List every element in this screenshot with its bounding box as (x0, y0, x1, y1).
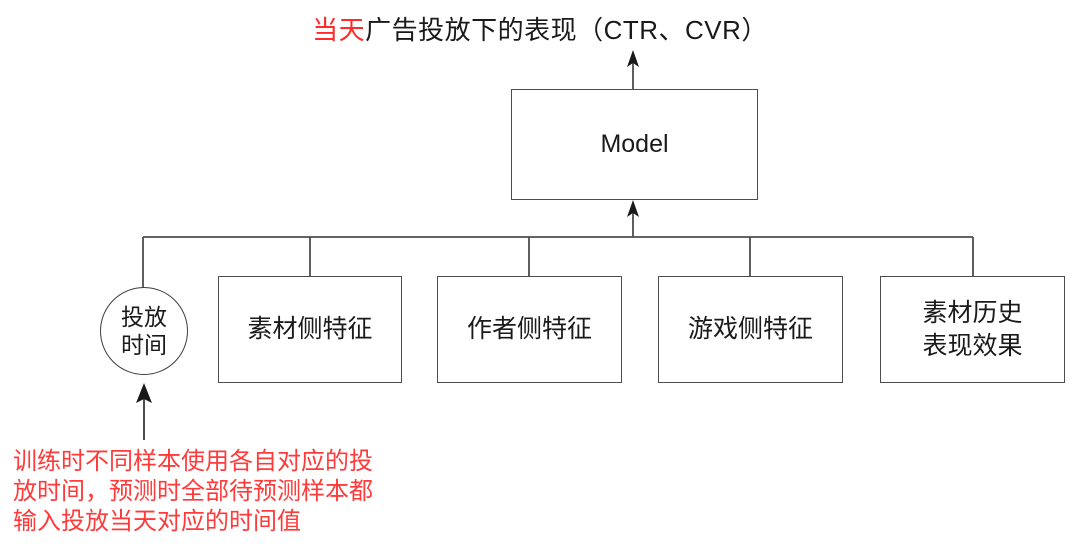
node-feature-2-line1: 作者侧特征 (466, 315, 592, 343)
annotation-text: 训练时不同样本使用各自对应的投 放时间，预测时全部待预测样本都 输入投放当天对应… (13, 447, 373, 537)
node-model-label: Model (600, 130, 669, 158)
node-feature-4-line1: 素材历史 (922, 298, 1023, 327)
node-feature-4[interactable]: 素材历史 表现效果 (880, 276, 1065, 383)
annotation-line-1: 训练时不同样本使用各自对应的投 (13, 448, 373, 475)
node-feature-4-label: 素材历史 表现效果 (922, 297, 1022, 363)
node-feature-1-label: 素材侧特征 (247, 313, 372, 346)
node-feature-2[interactable]: 作者侧特征 (437, 276, 622, 383)
node-feature-3[interactable]: 游戏侧特征 (658, 276, 843, 383)
annotation-line-3: 输入投放当天对应的时间值 (13, 508, 301, 535)
node-feature-2-label: 作者侧特征 (467, 313, 592, 346)
arrowhead-annotation-to-time-node (136, 383, 152, 403)
arrowhead-model-to-title (627, 50, 639, 67)
title-highlight: 当天 (312, 15, 366, 45)
node-delivery-time[interactable]: 投放 时间 (100, 287, 188, 375)
node-delivery-time-line2: 时间 (121, 332, 167, 358)
node-feature-3-line1: 游戏侧特征 (687, 315, 813, 343)
node-delivery-time-label: 投放 时间 (121, 303, 167, 359)
arrowhead-bus-to-model (627, 200, 639, 217)
node-model[interactable]: Model (511, 89, 758, 200)
node-feature-1-line1: 素材侧特征 (247, 315, 373, 343)
node-delivery-time-line1: 投放 (121, 304, 167, 330)
node-feature-4-line2: 表现效果 (922, 331, 1023, 360)
annotation-line-2: 放时间，预测时全部待预测样本都 (13, 478, 373, 505)
diagram-title: 当天广告投放下的表现（CTR、CVR） (0, 14, 1080, 46)
node-feature-1[interactable]: 素材侧特征 (218, 276, 402, 383)
title-rest: 广告投放下的表现（CTR、CVR） (365, 15, 768, 45)
node-feature-3-label: 游戏侧特征 (688, 313, 813, 346)
